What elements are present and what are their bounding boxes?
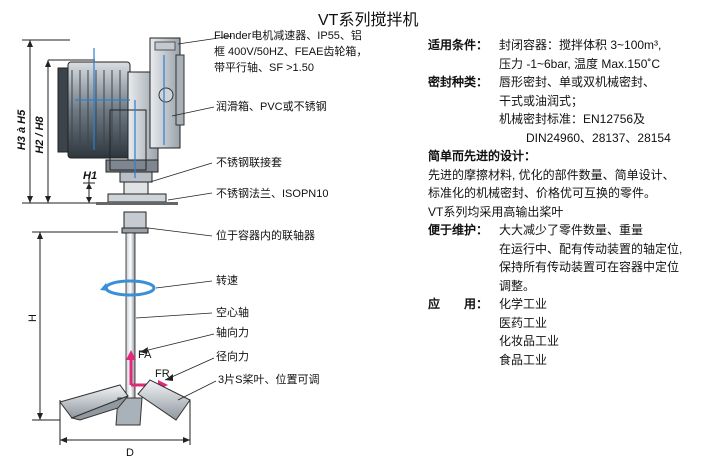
flange-plate [107,193,167,203]
applicable-label: 适用条件： [428,38,489,52]
maint-line3: 保持所有传动装置可在容器中定位 [499,260,680,274]
label-hollow-shaft: 空心轴 [216,305,249,319]
dim-h1-label: H1 [83,170,97,182]
label-blades: 3片S桨叶、位置可调 [218,372,319,386]
dim-d-label: D [126,447,134,459]
spec-panel: 适用条件： 封闭容器：搅拌体积 3~100m³, 压力 -1~6bar, 温度 … [428,36,714,369]
s-impeller-blades [59,379,191,426]
seal-line2: 干式或油润式； [499,93,584,108]
maint-line1: 大大减少了零件数量、重量 [499,223,644,237]
label-axial-force: 轴向力 [216,325,249,339]
applicable-line1: 封闭容器：搅拌体积 3~100m³, [499,38,662,52]
seal-line3: 机械密封标准：EN12756及 [499,112,646,126]
page-title: VT系列搅拌机 [318,12,419,29]
inner-coupling-block [123,211,147,231]
application-item: 食品工业 [499,352,548,367]
leader-lines [135,35,233,401]
maint-row: 便于维护： 大大减少了零件数量、重量 [428,221,714,240]
label-motor-line2: 框 400V/50HZ、FEAE齿轮箱， [214,44,367,58]
application-item: 医药工业 [499,315,548,330]
dimension-lines [22,39,191,445]
applicable-row: 适用条件： 封闭容器：搅拌体积 3~100m³, [428,36,714,55]
seal-line1: 唇形密封、单或双机械密封、 [499,75,656,89]
rotation-arrow [100,279,156,297]
dim-h2h8-label: H2 / H8 [34,115,46,153]
center-axis-lines [75,48,165,178]
label-radial-force: 径向力 [216,349,249,363]
maint-line4: 调整。 [499,278,536,293]
application-row: 应 用： 化学工业 [428,295,714,314]
maint-label: 便于维护： [428,223,489,237]
seal-line4: DIN24960、28137、28154 [526,130,671,145]
application-item: 化妆品工业 [499,334,560,348]
application-label: 应 用： [428,297,489,311]
design-line1: 先进的摩擦材料, 优化的部件数量、简单设计、 [428,167,675,182]
fr-label: FR [155,368,170,380]
dim-h3h5-label: H3 à H5 [16,109,28,150]
axial-force-arrow [126,350,136,385]
design-line2: 标准化的机械密封、价格优可互换的零件。 [428,186,657,200]
motor-gearbox-assembly [57,37,185,234]
design-heading: 简单而先进的设计： [428,149,537,163]
application-item: 化学工业 [499,297,548,311]
maint-line2: 在运行中、配有传动装置的轴定位, [499,241,683,256]
label-coupling: 不锈钢联接套 [216,156,282,169]
design-line3: VT系列均采用高输出桨叶 [428,204,564,219]
dim-h-label: H [27,314,39,322]
applicable-line2: 压力 -1~6bar, 温度 Max.150˚C [499,56,661,71]
label-speed: 转速 [216,273,238,287]
seal-row: 密封种类： 唇形密封、单或双机械密封、 [428,73,714,92]
dimension-arrowheads [27,40,190,443]
label-lube: 润滑箱、PVC或不锈钢 [216,99,327,113]
label-motor-line3: 带平行轴、SF >1.50 [214,60,314,74]
lube-box [109,109,147,171]
label-motor-line1: Flender电机减速器、IP55、铝 [214,28,362,42]
seal-label: 密封种类： [428,75,489,89]
label-flange: 不锈钢法兰、ISOPN10 [216,186,328,200]
label-inner-coupling: 位于容器内的联轴器 [216,228,315,242]
